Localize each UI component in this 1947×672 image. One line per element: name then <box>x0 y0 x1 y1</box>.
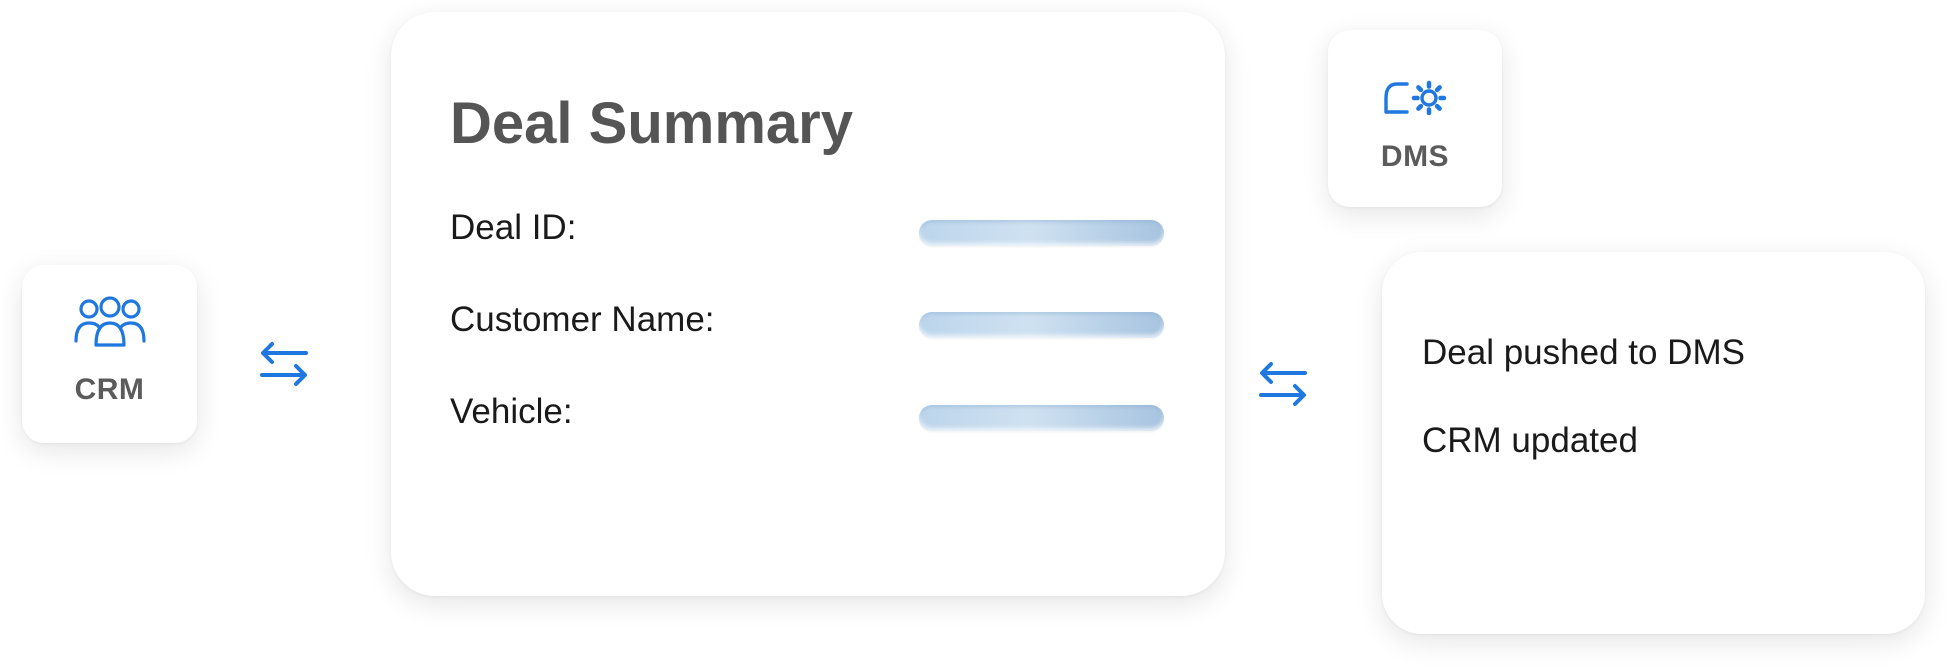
dms-label: DMS <box>1380 140 1450 173</box>
status-deal-pushed: Deal pushed to DMS <box>1422 333 1745 372</box>
dms-card: DMS <box>1328 30 1502 207</box>
gear-arc-icon <box>1384 80 1447 116</box>
deal-id-value-bar <box>919 220 1164 246</box>
deal-summary-title: Deal Summary <box>450 91 853 156</box>
crm-card: CRM <box>22 265 197 443</box>
users-group-icon <box>73 296 146 347</box>
vehicle-value-bar <box>919 405 1164 431</box>
deal-id-label: Deal ID: <box>450 208 577 247</box>
status-card: Deal pushed to DMS CRM updated <box>1382 252 1925 634</box>
customer-name-value-bar <box>919 312 1164 338</box>
sync-arrows-icon <box>260 342 308 386</box>
deal-summary-card: Deal Summary Deal ID: Customer Name: Veh… <box>391 12 1225 596</box>
sync-arrows-icon <box>1259 362 1307 406</box>
vehicle-label: Vehicle: <box>450 392 573 431</box>
customer-name-label: Customer Name: <box>450 300 715 339</box>
crm-label: CRM <box>74 373 145 406</box>
status-crm-updated: CRM updated <box>1422 421 1638 460</box>
